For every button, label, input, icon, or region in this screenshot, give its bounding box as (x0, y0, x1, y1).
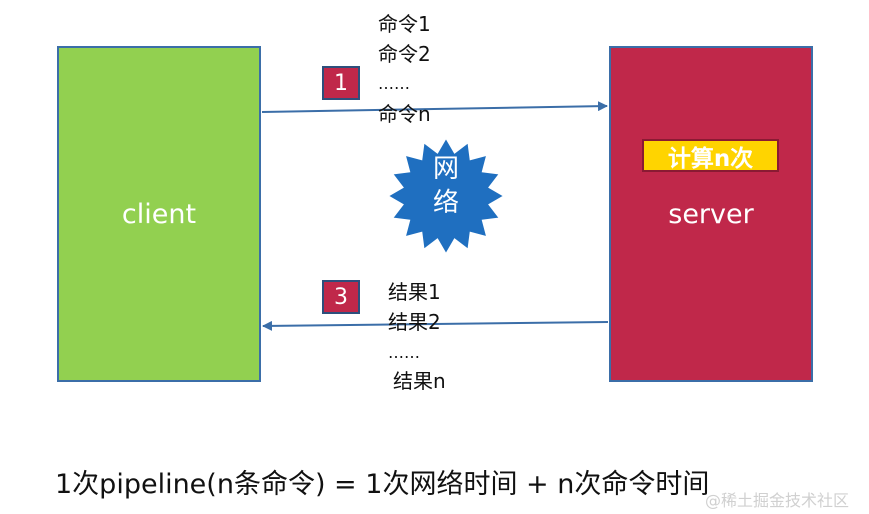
request-line: 命令2 (378, 42, 431, 66)
client-label: client (121, 198, 197, 230)
request-line: …… (378, 74, 410, 93)
network-char: 网 (432, 154, 459, 184)
client-box: client (57, 46, 261, 382)
response-line: …… (388, 343, 420, 362)
server-box: server (609, 46, 813, 382)
network-char: 络 (432, 188, 459, 218)
response-arrow (262, 320, 609, 331)
formula-text: 1次pipeline(n条命令) = 1次网络时间 + n次命令时间 (55, 469, 710, 500)
response-line: 结果2 (388, 310, 441, 334)
compute-badge: 计算n次 (642, 139, 779, 172)
request-arrow (261, 101, 608, 113)
network-label: 网 络 (425, 152, 467, 220)
watermark: @稀土掘金技术社区 (705, 491, 850, 510)
response-line: 结果n (393, 369, 446, 393)
request-line: 命令n (378, 102, 431, 126)
server-label: server (668, 198, 754, 230)
response-line: 结果1 (388, 280, 441, 304)
network-burst-icon (386, 136, 506, 256)
step-1-badge: 1 (322, 66, 360, 100)
request-line: 命令1 (378, 12, 431, 36)
step-3-badge: 3 (322, 280, 360, 314)
